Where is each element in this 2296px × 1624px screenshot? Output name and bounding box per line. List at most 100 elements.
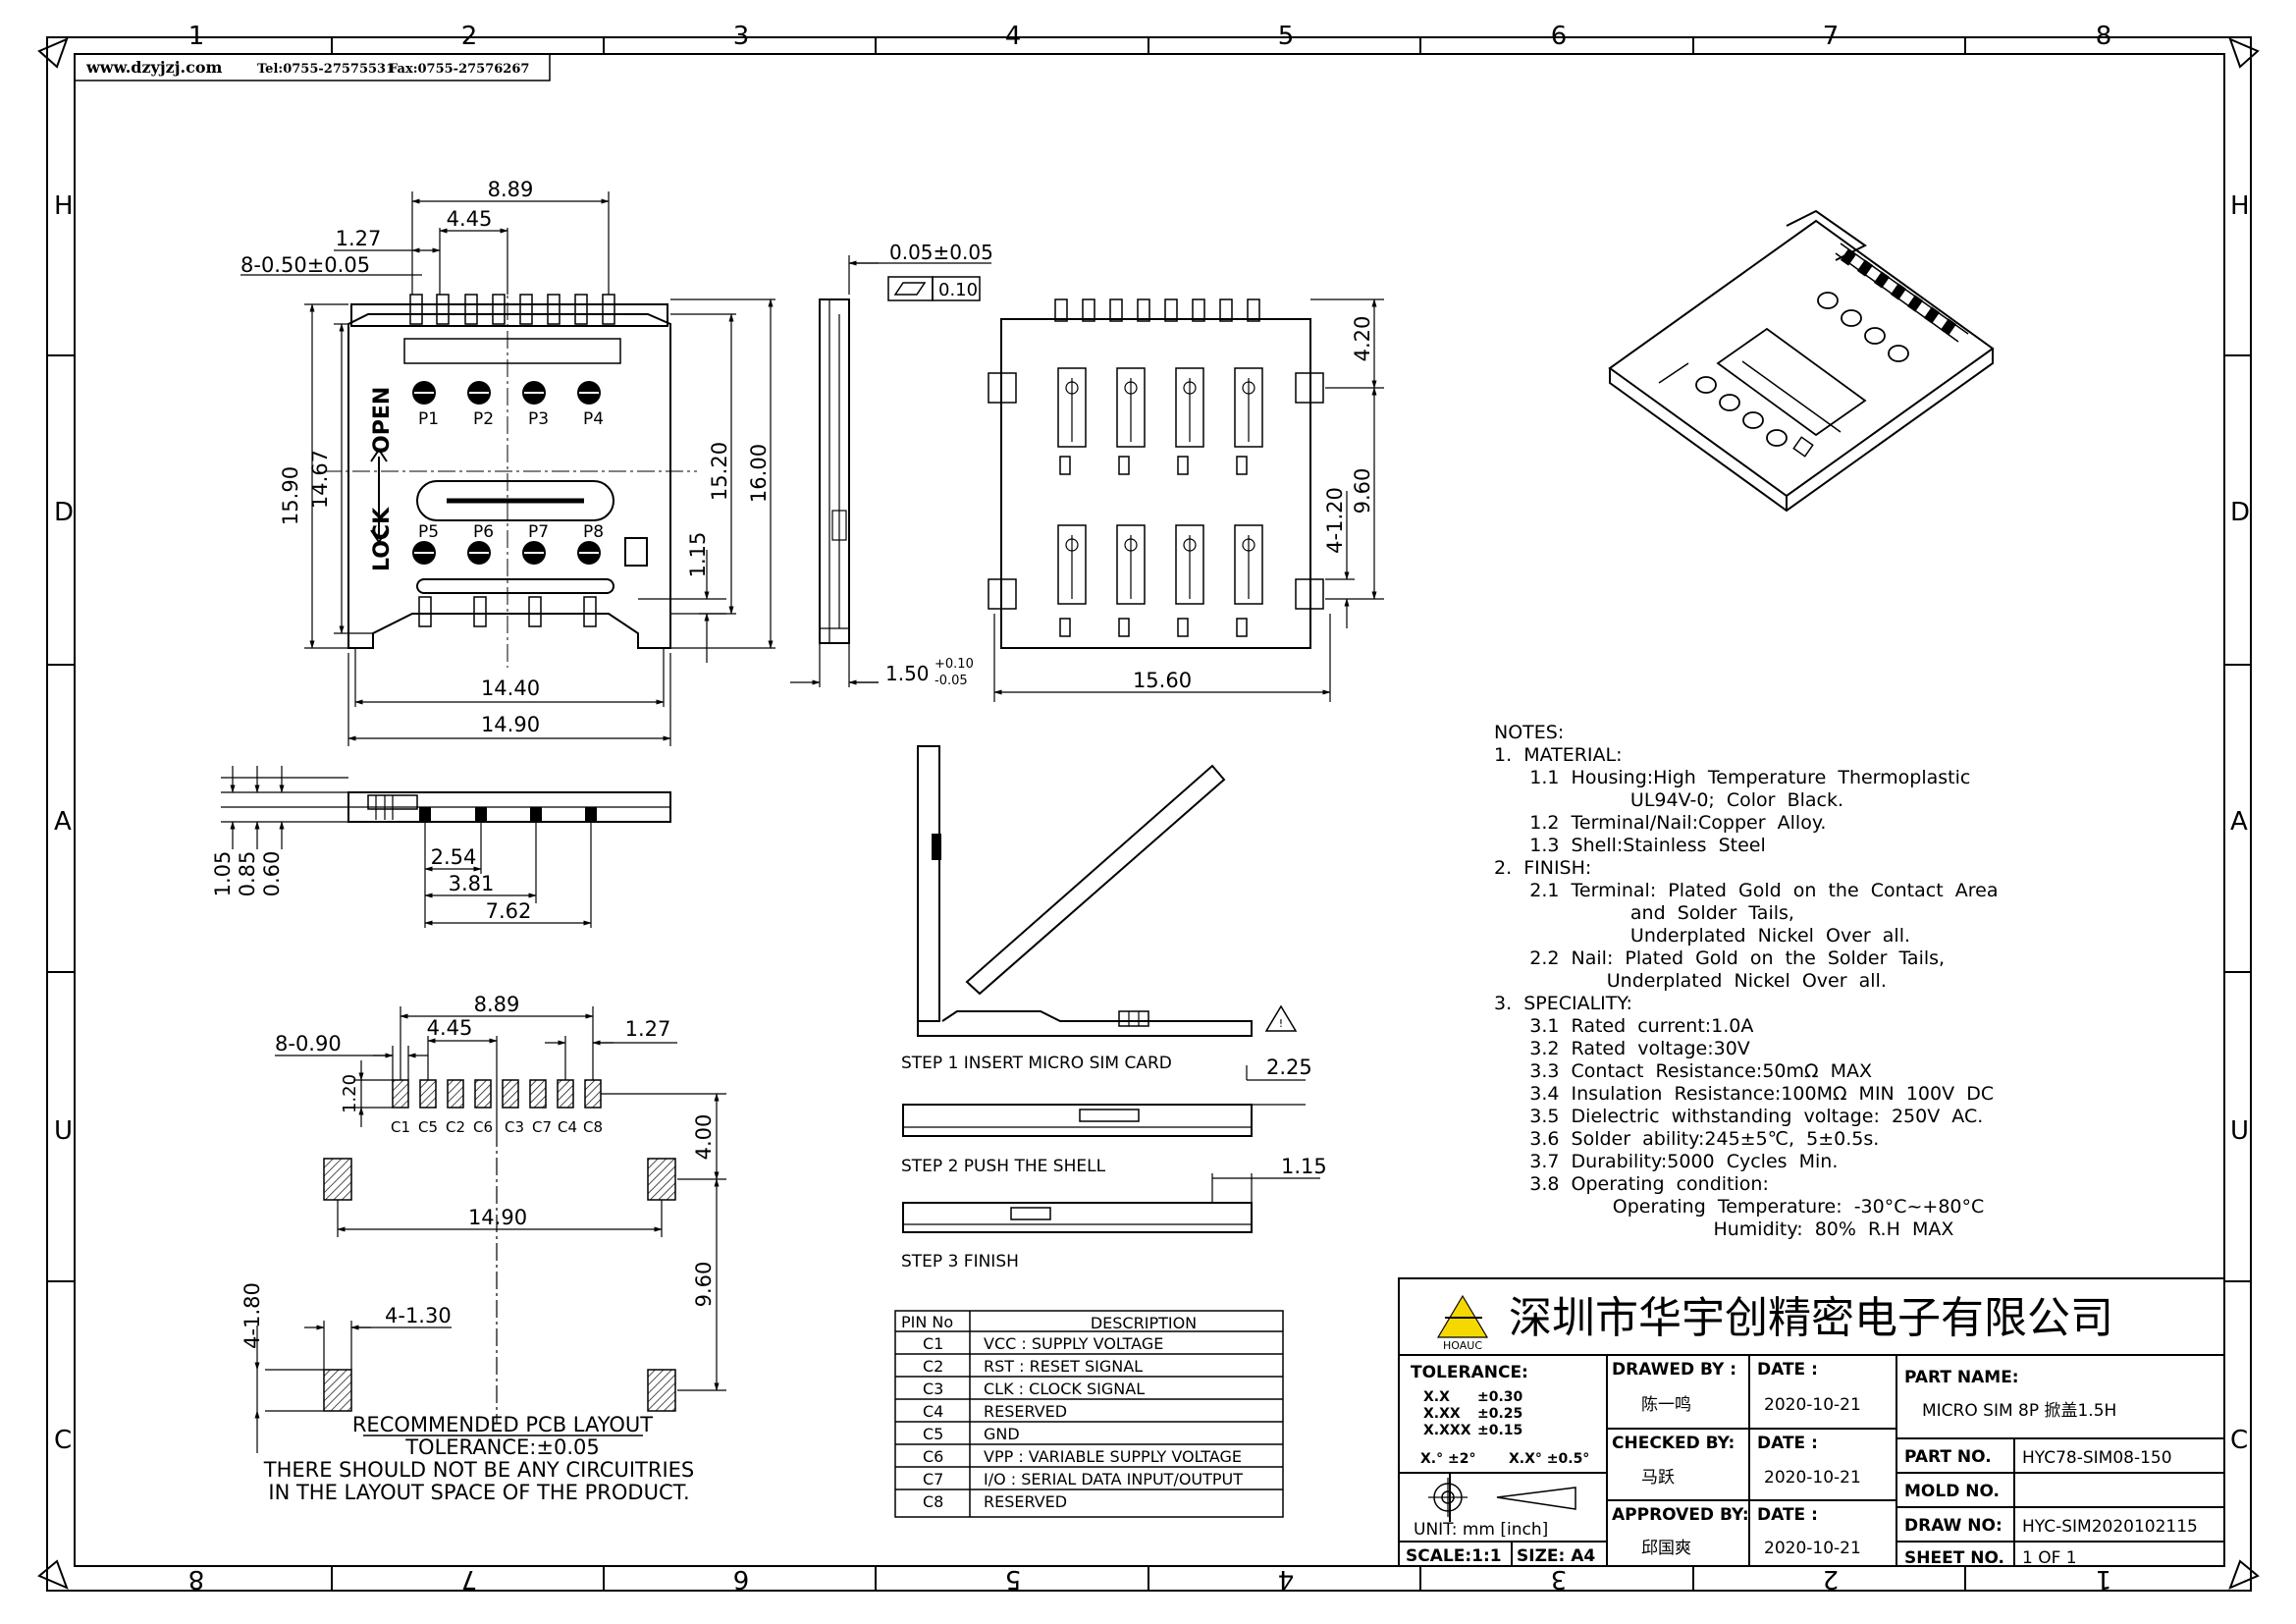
pcb-dim-4-130: 4-1.30 [385, 1304, 452, 1327]
dim-889: 8.89 [488, 178, 534, 201]
dim-150-plus: +0.10 [934, 657, 974, 672]
approved-by-name: 邱国爽 [1641, 1539, 1691, 1558]
row-label-left-2: D [54, 498, 74, 527]
tol-x-xxx-value: ±0.15 [1477, 1423, 1522, 1438]
step2-label: STEP 2 PUSH THE SHELL [901, 1157, 1106, 1176]
col-label-bottom-3: 6 [733, 1564, 750, 1594]
part-no-label: PART NO. [1904, 1447, 1992, 1467]
checked-by-name: 马跃 [1641, 1468, 1675, 1488]
row-label-right-3: A [2230, 807, 2248, 837]
svg-text:!: ! [1279, 1017, 1283, 1030]
tol-x-xx-value: ±0.25 [1477, 1406, 1522, 1422]
logo-text: HOAUC [1443, 1339, 1482, 1352]
dim-105: 1.05 [211, 851, 235, 897]
pcb-layout [254, 1006, 726, 1453]
draw-no-value: HYC-SIM2020102115 [2022, 1517, 2198, 1537]
pad-label-p7: P7 [528, 522, 549, 542]
dim-445: 4.45 [447, 207, 493, 231]
dim-1560: 15.60 [1133, 669, 1192, 692]
col-label-bottom-7: 2 [1823, 1564, 1840, 1594]
top-view-dimensions [240, 191, 775, 746]
pcb-dim-8-090: 8-0.90 [275, 1032, 342, 1056]
pad-label-p2: P2 [473, 409, 494, 429]
pcb-note-line1: THERE SHOULD NOT BE ANY CIRCUITRIES [263, 1458, 695, 1482]
note-line-11: Underplated Nickel Over all. [1494, 970, 1887, 992]
step-view-labels: STEP 1 INSERT MICRO SIM CARD STEP 2 PUSH… [901, 1054, 1327, 1272]
dim-254: 2.54 [431, 845, 477, 869]
row-label-right-5: C [2230, 1426, 2248, 1455]
note-line-1: 1. MATERIAL: [1494, 744, 1623, 766]
col-label-bottom-5: 4 [1278, 1564, 1295, 1594]
top-view [324, 245, 697, 668]
part-no-value: HYC78-SIM08-150 [2022, 1448, 2172, 1468]
note-line-6: 2. FINISH: [1494, 857, 1591, 879]
top-view-dim-text: 8.89 4.45 1.27 8-0.50±0.05 15.90 14.67 1… [240, 178, 771, 736]
date-label-2: DATE : [1757, 1434, 1818, 1453]
tel-text: Tel:0755-27575531 [257, 62, 395, 77]
pcb-pad-c4: C4 [558, 1118, 577, 1136]
draw-no-label: DRAW NO: [1904, 1516, 2002, 1536]
title-block-text: 深圳市华宇创精密电子有限公司 TOLERANCE: DRAWED BY : DA… [1406, 1293, 2198, 1568]
pin-row-8-pin: C8 [923, 1492, 943, 1511]
note-line-15: 3.3 Contact Resistance:50mΩ MAX [1494, 1060, 1872, 1082]
note-line-18: 3.6 Solder ability:245±5℃, 5±0.5s. [1494, 1128, 1879, 1150]
row-label-left-1: H [54, 191, 74, 221]
pin-row-7-desc: I/O : SERIAL DATA INPUT/OUTPUT [984, 1470, 1243, 1489]
pcb-tolerance: TOLERANCE:±0.05 [404, 1435, 600, 1459]
note-line-3: UL94V-0; Color Black. [1494, 789, 1843, 811]
lock-label: LOCK [370, 507, 395, 571]
part-name-value: MICRO SIM 8P 掀盖1.5H [1922, 1401, 2116, 1421]
pin-table-header-desc: DESCRIPTION [1091, 1314, 1197, 1332]
title-block [1398, 1277, 2225, 1567]
sheet-border [37, 36, 2260, 1592]
dim-flatness-tol: 0.10 [938, 280, 978, 300]
company-name: 深圳市华宇创精密电子有限公司 [1509, 1293, 2113, 1343]
tol-angle-2: X.X° ±0.5° [1509, 1451, 1589, 1467]
step3-label: STEP 3 FINISH [901, 1252, 1019, 1272]
note-line-14: 3.2 Rated voltage:30V [1494, 1038, 1750, 1059]
dim-1600: 16.00 [747, 444, 771, 503]
note-line-4: 1.2 Terminal/Nail:Copper Alloy. [1494, 812, 1826, 834]
note-line-9: Underplated Nickel Over all. [1494, 925, 1910, 947]
pin-row-7-pin: C7 [923, 1470, 943, 1489]
pcb-pad-c1: C1 [391, 1118, 410, 1136]
sheet-no-label: SHEET NO. [1904, 1548, 2004, 1568]
note-line-10: 2.2 Nail: Plated Gold on the Solder Tail… [1494, 947, 1945, 969]
border-labels: 1 2 3 4 5 6 7 8 8 7 6 5 4 3 2 1 H D A U … [54, 22, 2250, 1594]
side-view-labels: 0.05±0.05 0.10 1.50 +0.10 -0.05 [885, 241, 993, 688]
pcb-pad-c8: C8 [583, 1118, 603, 1136]
pin-table-header-pin: PIN No [901, 1313, 953, 1331]
dim-420: 4.20 [1351, 316, 1374, 362]
pcb-pad-c7: C7 [532, 1118, 552, 1136]
col-label-bottom-6: 3 [1551, 1564, 1568, 1594]
dim-1590: 15.90 [279, 466, 302, 525]
drawn-by-name: 陈一鸣 [1641, 1395, 1691, 1415]
pcb-dim-120: 1.20 [340, 1074, 360, 1113]
front-view [221, 766, 671, 928]
tol-x-x: X.X [1423, 1389, 1450, 1405]
dim-060: 0.60 [260, 851, 284, 897]
dim-115-top: 1.15 [686, 532, 710, 578]
col-label-top-7: 7 [1823, 22, 1840, 51]
pad-label-p4: P4 [583, 409, 604, 429]
note-line-7: 2.1 Terminal: Plated Gold on the Contact… [1494, 880, 1998, 901]
step-dim-225: 2.25 [1266, 1056, 1312, 1079]
note-line-20: 3.8 Operating condition: [1494, 1173, 1769, 1195]
pin-row-8-desc: RESERVED [984, 1492, 1067, 1511]
col-label-bottom-8: 1 [2096, 1564, 2112, 1594]
front-view-labels: 1.05 0.85 0.60 2.54 3.81 7.62 [211, 845, 531, 923]
row-label-right-1: H [2230, 191, 2250, 221]
notes: NOTES: 1. MATERIAL: 1.1 Housing:High Tem… [1494, 722, 1998, 1240]
col-label-top-8: 8 [2096, 22, 2112, 51]
row-label-right-2: D [2230, 498, 2250, 527]
header-bar: www.dzyjzj.com Tel:0755-27575531 Fax:075… [74, 53, 551, 81]
pcb-dim-960: 9.60 [692, 1262, 716, 1308]
tol-x-xxx: X.XXX [1423, 1423, 1471, 1438]
sheet-no-value: 1 OF 1 [2022, 1548, 2077, 1568]
pcb-dim-1490: 14.90 [468, 1206, 527, 1229]
note-line-22: Humidity: 80% R.H MAX [1494, 1218, 1953, 1240]
pcb-dim-127: 1.27 [625, 1017, 671, 1041]
pin-row-2-pin: C2 [923, 1357, 943, 1376]
note-line-0: NOTES: [1494, 722, 1564, 743]
